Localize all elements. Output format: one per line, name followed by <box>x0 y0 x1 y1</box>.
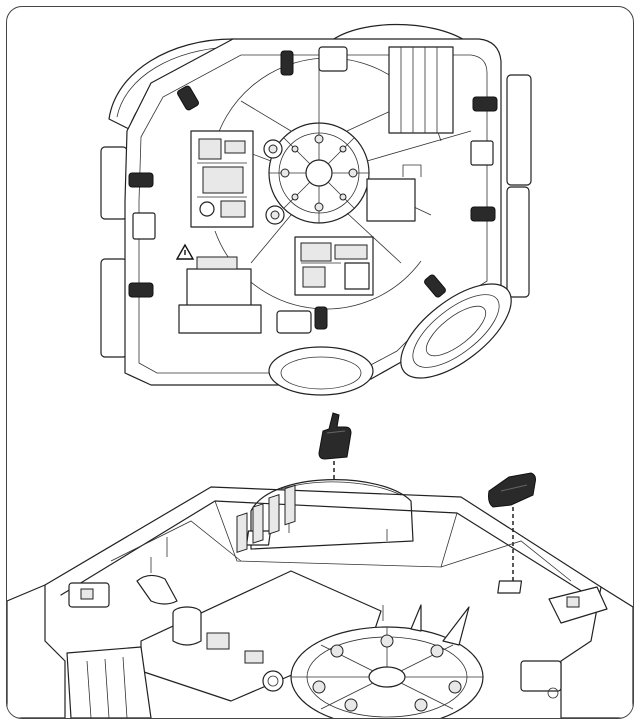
housing-top-view <box>100 23 532 396</box>
left-wall <box>7 584 66 718</box>
warning-triangle-icon <box>175 243 195 260</box>
fan-hub <box>268 122 370 224</box>
heatsink <box>236 484 296 553</box>
speaker <box>262 670 284 692</box>
terminal-strip <box>66 646 152 718</box>
right-lower-block <box>520 660 562 692</box>
right-wall <box>560 586 633 718</box>
right-latch <box>470 140 494 166</box>
right-bracket <box>366 178 416 222</box>
right-connector <box>548 586 608 624</box>
left-circuit-board <box>190 130 254 228</box>
bottom-duct <box>268 346 374 396</box>
right-duct-lower <box>506 186 530 298</box>
assembly-diagram <box>7 23 633 718</box>
perspective-fan-hub <box>290 626 484 718</box>
terminal-area <box>178 256 262 334</box>
perspective-circuit-board <box>140 484 382 702</box>
left-latch <box>132 212 156 240</box>
right-duct-upper <box>506 74 532 186</box>
housing-perspective-view <box>7 479 633 718</box>
slot-right <box>497 580 523 594</box>
installed-clips <box>128 50 498 330</box>
replacement-clip-left <box>318 412 352 460</box>
rounded-pad <box>136 574 178 605</box>
top-connector <box>318 46 348 72</box>
vent-grille <box>388 46 454 134</box>
lower-circuit-board <box>294 236 374 296</box>
diagram-frame <box>6 6 634 719</box>
bottom-connector <box>276 310 312 334</box>
replacement-clip-right <box>488 472 536 508</box>
left-duct-upper <box>100 146 128 220</box>
left-duct-lower <box>100 258 128 358</box>
bottom-right-duct <box>400 283 512 379</box>
